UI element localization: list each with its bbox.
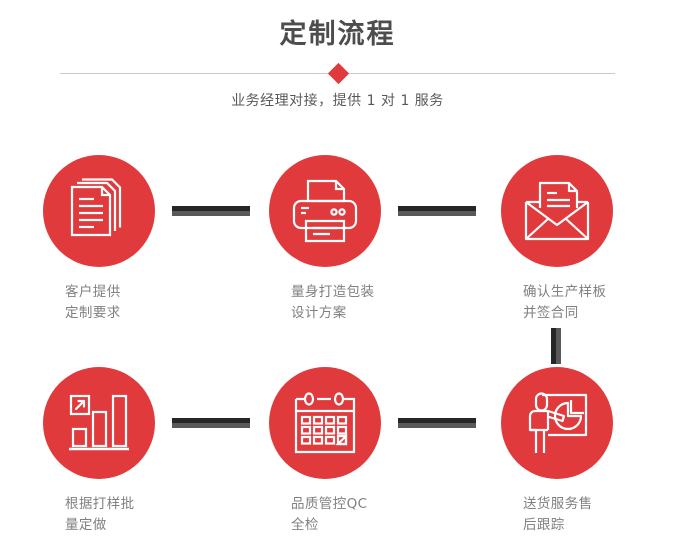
step-label: 品质管控QC 全检 [291,496,368,533]
step-icon-circle [269,367,381,479]
page-title: 定制流程 [279,19,396,50]
flow-row-1: 客户提供 定制要求 [0,130,675,340]
connector-horizontal [398,206,476,216]
connector-bottom [172,211,250,216]
connector-right [556,328,561,364]
connector-bottom [398,423,476,428]
connector-bottom [398,211,476,216]
step-icon-circle [501,155,613,267]
step-icon-circle [43,155,155,267]
flow-step-package-design[interactable]: 量身打造包装 设计方案 [230,130,420,340]
step-label: 客户提供 定制要求 [65,284,121,321]
header-subtitle: 业务经理对接，提供 1 对 1 服务 [231,93,444,109]
header: 定制流程 业务经理对接，提供 1 对 1 服务 [0,0,675,130]
connector-top [172,206,250,211]
process-flow: 客户提供 定制要求 [0,130,675,550]
step-label: 送货服务售 后跟踪 [523,496,593,533]
step-label: 确认生产样板 并签合同 [523,284,607,321]
connector-horizontal [172,206,250,216]
flow-row-2: 根据打样批 量定做 [0,342,675,552]
flow-step-quality-control[interactable]: 品质管控QC 全检 [230,342,420,552]
title-divider [60,62,615,85]
flow-step-batch-production[interactable]: 根据打样批 量定做 [4,342,194,552]
flow-step-customer-requirements[interactable]: 客户提供 定制要求 [4,130,194,340]
connector-top [398,418,476,423]
step-label: 根据打样批 量定做 [65,496,135,533]
diamond-marker-icon [327,62,350,85]
step-icon-circle [501,367,613,479]
connector-bottom [172,423,250,428]
step-icon-circle [43,367,155,479]
connector-top [172,418,250,423]
connector-vertical [551,328,561,364]
flow-step-confirm-sample-contract[interactable]: 确认生产样板 并签合同 [462,130,652,340]
step-icon-circle [269,155,381,267]
connector-left [551,328,556,364]
connector-horizontal [398,418,476,428]
connector-horizontal [172,418,250,428]
flow-step-delivery-aftersales[interactable]: 送货服务售 后跟踪 [462,342,652,552]
connector-top [398,206,476,211]
step-label: 量身打造包装 设计方案 [291,284,375,321]
